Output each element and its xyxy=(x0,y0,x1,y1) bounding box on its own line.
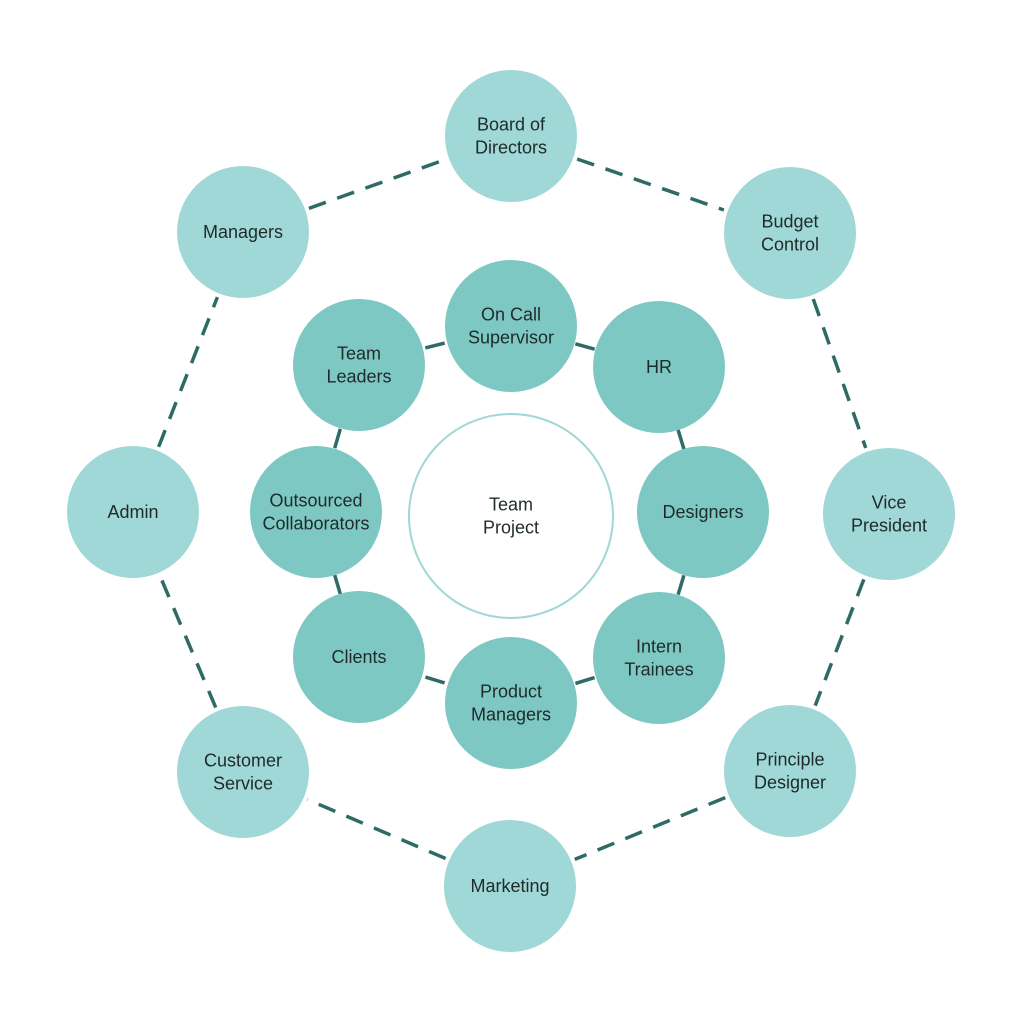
node-circle xyxy=(293,299,425,431)
node-label-line: Managers xyxy=(471,705,551,725)
node-circle xyxy=(408,413,614,619)
node-circle xyxy=(67,446,199,578)
node-designers: Designers xyxy=(637,446,769,578)
node-label-line: Leaders xyxy=(326,367,391,387)
node-label-line: HR xyxy=(646,357,672,377)
node-label-line: Team xyxy=(489,495,533,515)
node-label-line: Outsourced xyxy=(269,491,362,511)
node-circle xyxy=(445,637,577,769)
node-label-line: Project xyxy=(483,518,539,538)
node-label-line: On Call xyxy=(481,305,541,325)
node-managers: Managers xyxy=(177,166,309,298)
node-circle xyxy=(445,260,577,392)
node-clients: Clients xyxy=(293,591,425,723)
node-label-line: Marketing xyxy=(470,876,549,896)
inner-connector xyxy=(424,675,446,685)
outer-connector xyxy=(576,157,725,212)
node-circle xyxy=(637,446,769,578)
node-label-line: Budget xyxy=(761,212,818,232)
node-label-line: Vice xyxy=(872,493,907,513)
node-circle xyxy=(445,70,577,202)
outer-connector xyxy=(156,296,220,448)
node-hr: HR xyxy=(593,301,725,433)
inner-connector xyxy=(574,675,596,686)
node-marketing: Marketing xyxy=(444,820,576,952)
node-circle xyxy=(250,446,382,578)
node-circle xyxy=(593,301,725,433)
node-label-line: Managers xyxy=(203,222,283,242)
node-label-line: Clients xyxy=(331,647,386,667)
node-label-line: Team xyxy=(337,344,381,364)
node-label-line: Trainees xyxy=(624,660,693,680)
outer-connector xyxy=(158,575,218,709)
inner-connector xyxy=(574,342,596,351)
node-label-line: Designers xyxy=(662,502,743,522)
node-label-line: Customer xyxy=(204,751,282,771)
outer-connector xyxy=(574,795,726,862)
node-label-line: Admin xyxy=(107,502,158,522)
node-circle xyxy=(177,166,309,298)
node-board-of-directors: Board of Directors xyxy=(445,70,577,202)
node-label-line: Supervisor xyxy=(468,328,554,348)
nodes-layer: Board of DirectorsBudgetControlVicePresid… xyxy=(67,70,955,952)
inner-connector xyxy=(424,341,446,350)
node-label-line: Principle xyxy=(755,750,824,770)
node-circle xyxy=(177,706,309,838)
connectors-layer xyxy=(156,157,868,862)
node-label-line: Service xyxy=(213,774,273,794)
outer-connector xyxy=(308,157,446,211)
node-label-line: Board of xyxy=(477,115,546,135)
node-label-line: Product xyxy=(480,682,542,702)
node-label-line: Directors xyxy=(475,138,547,158)
outer-connector xyxy=(306,797,447,861)
node-label-line: Intern xyxy=(636,637,682,657)
node-circle xyxy=(593,592,725,724)
node-label-line: President xyxy=(851,516,927,536)
inner-connector xyxy=(676,574,686,596)
node-circle xyxy=(724,705,856,837)
node-label-line: Control xyxy=(761,235,819,255)
outer-connector xyxy=(813,578,866,707)
inner-connector xyxy=(332,574,343,595)
node-admin: Admin xyxy=(67,446,199,578)
node-circle xyxy=(823,448,955,580)
inner-connector xyxy=(333,428,342,449)
node-circle xyxy=(444,820,576,952)
node-label-line: Designer xyxy=(754,773,826,793)
node-circle xyxy=(293,591,425,723)
inner-connector xyxy=(676,429,686,450)
node-label-line: Collaborators xyxy=(262,514,369,534)
node-circle xyxy=(724,167,856,299)
outer-connector xyxy=(811,298,868,449)
